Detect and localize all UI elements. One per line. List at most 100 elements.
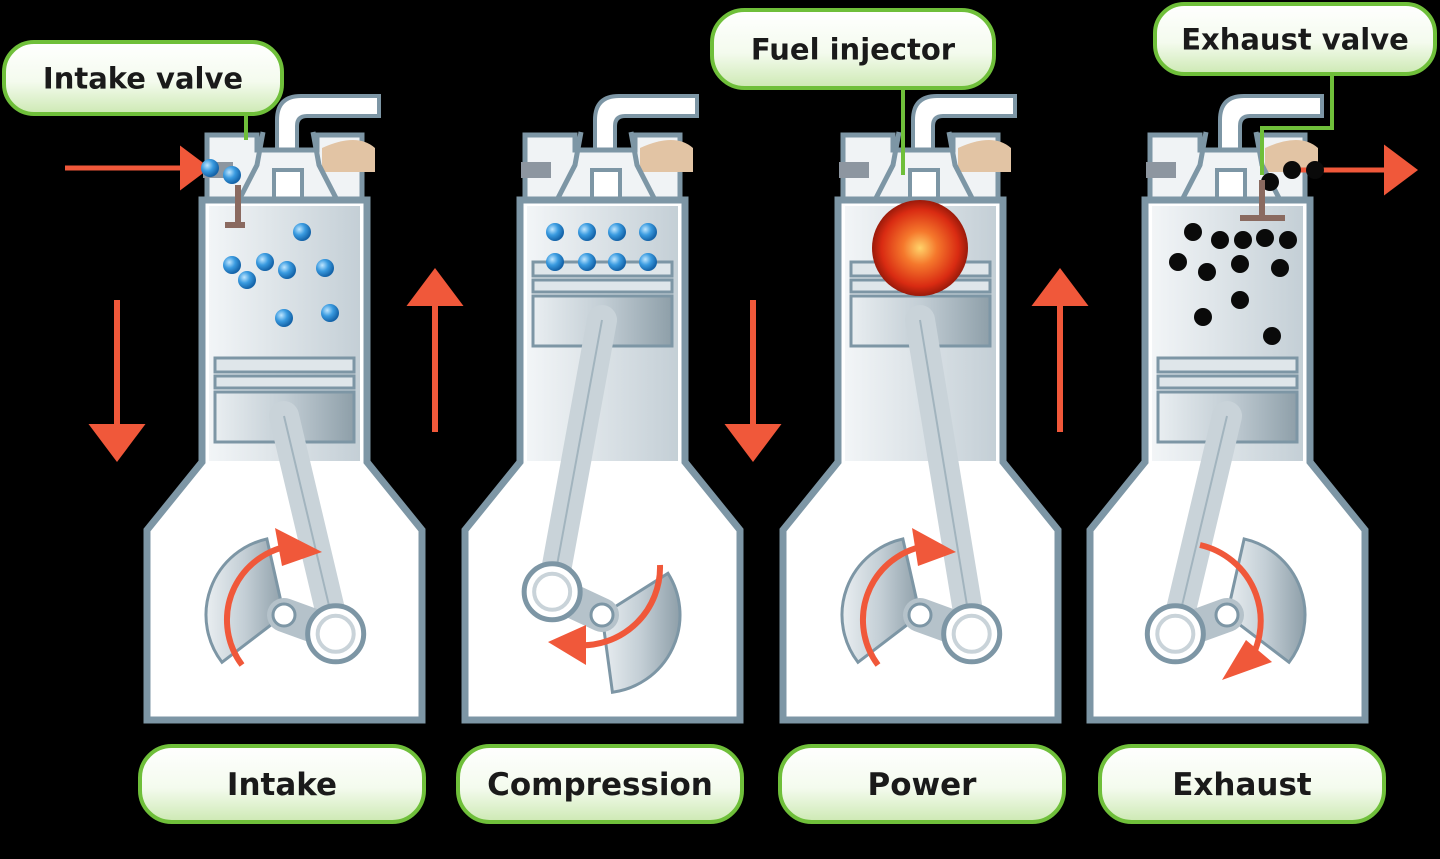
crank-axle [907, 602, 933, 628]
fuel-drop [639, 223, 657, 241]
chamber-gas [546, 223, 657, 271]
exhaust-particle [1271, 259, 1289, 277]
exhaust-particle [1198, 263, 1216, 281]
chamber-gas [872, 200, 968, 296]
valve-left [1179, 131, 1209, 202]
fuel-drop [293, 223, 311, 241]
crank-axle [271, 602, 297, 628]
valve-left [236, 131, 266, 202]
callout-intake-valve: Intake valve [2, 40, 284, 116]
port-right [1265, 140, 1318, 172]
stroke-label-exhaust-text: Exhaust [1172, 767, 1312, 803]
connecting-rod-edge [919, 319, 973, 634]
rotation-head [275, 528, 322, 566]
connecting-rod-edge [283, 415, 337, 635]
piston-ring [1156, 356, 1299, 374]
down-arrow-icon [88, 300, 146, 462]
stroke-label-intake-text: Intake [227, 767, 337, 803]
fuel-drop [639, 253, 657, 271]
intake-valve-open [225, 185, 245, 228]
stroke-label-compression-text: Compression [487, 767, 713, 803]
arrow-head [88, 424, 146, 462]
piston-ring [1156, 374, 1299, 390]
fuel-drop [578, 253, 596, 271]
rotation-arrow-icon [548, 564, 664, 665]
fuel-drop [278, 261, 296, 279]
stroke-label-compression: Compression [456, 744, 744, 824]
piston-ring [531, 260, 674, 278]
arrow-head [1384, 144, 1418, 196]
crank-pin-inner [1155, 613, 1196, 654]
port-left [1146, 162, 1176, 178]
rotation-arrow-icon [859, 528, 956, 667]
exhaust-valve-open [1240, 180, 1285, 221]
up-arrow-icon [406, 268, 464, 432]
connecting-rod-edge [1174, 415, 1228, 635]
exhaust-particle [1234, 231, 1252, 249]
port-left [521, 162, 551, 178]
fuel-drop [223, 166, 241, 184]
stroke-label-exhaust: Exhaust [1098, 744, 1386, 824]
arrow-head [724, 424, 782, 462]
crank-axle [589, 602, 615, 628]
stroke-label-power-box [778, 744, 1066, 824]
piston-ring [213, 374, 356, 390]
chamber-gas [1169, 223, 1297, 345]
piston-ring [531, 278, 674, 294]
valve-right [946, 131, 976, 202]
fuel-drop [238, 271, 256, 289]
exhaust-particle [1263, 327, 1281, 345]
fuel-drop [223, 256, 241, 274]
down-arrow-icon [724, 300, 782, 462]
crank-pin-inner [951, 613, 992, 654]
stroke-label-power: Power [778, 744, 1066, 824]
arrow-head [180, 145, 210, 191]
valve-right [628, 131, 658, 202]
rotation-head [912, 528, 956, 566]
exhaust-particle [1194, 308, 1212, 326]
fuel-drop [608, 223, 626, 241]
chamber-gas [223, 223, 339, 327]
port-right [322, 140, 375, 172]
port-right [958, 140, 1011, 172]
callout-exhaust-valve-text: Exhaust valve [1181, 22, 1409, 56]
explosion [872, 200, 968, 296]
engine-compression [406, 94, 744, 724]
arrow-head [406, 268, 464, 306]
engine-exhaust [1031, 94, 1369, 724]
rotation-arrow-icon [223, 528, 322, 667]
callout-exhaust-valve: Exhaust valve [1153, 2, 1437, 76]
exhaust-particle [1283, 161, 1301, 179]
exhaust-valve-leader [1260, 70, 1334, 175]
exhaust-particle [1261, 173, 1279, 191]
port-left [839, 162, 869, 178]
fuel-drop [316, 259, 334, 277]
callout-fuel-injector-box [710, 8, 996, 90]
stroke-label-intake-box [138, 744, 426, 824]
rotation-head [548, 625, 586, 665]
fuel-drop [578, 223, 596, 241]
callout-intake-valve-box [2, 40, 284, 116]
crankshaft [600, 571, 682, 694]
rotation-arc [574, 564, 664, 649]
rotation-head [1222, 640, 1272, 680]
exhaust-particle [1256, 229, 1274, 247]
stroke-label-exhaust-box [1098, 744, 1386, 824]
exhaust-particle [1231, 255, 1249, 273]
rotation-arc [223, 542, 301, 667]
exhaust-particle [1279, 231, 1297, 249]
crankshaft [1225, 537, 1307, 665]
engine-power [724, 94, 1062, 724]
stroke-label-compression-box [456, 744, 744, 824]
fuel-drop [546, 253, 564, 271]
fuel-drop [321, 304, 339, 322]
valve-left [554, 131, 584, 202]
fuel-drop [275, 309, 293, 327]
inflow-arrow-icon [65, 145, 210, 191]
callout-exhaust-valve-box [1153, 2, 1437, 76]
crank-axle [1214, 602, 1240, 628]
exhaust-particle [1169, 253, 1187, 271]
callout-fuel-injector-text: Fuel injector [751, 32, 956, 66]
fuel-drop [608, 253, 626, 271]
rotation-arrow-icon [1199, 542, 1272, 680]
